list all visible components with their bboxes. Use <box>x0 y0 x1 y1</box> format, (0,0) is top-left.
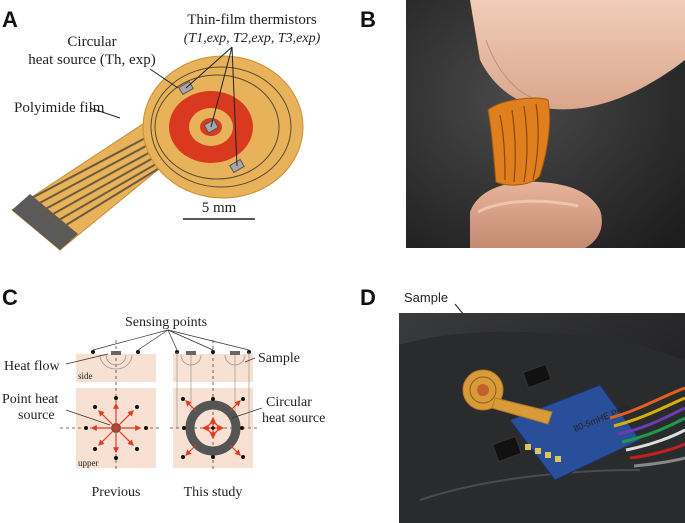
connector-board <box>509 384 641 481</box>
panel-letter-c: C <box>2 285 18 310</box>
label-upper: upper <box>78 458 99 468</box>
panel-letter-b: B <box>360 7 376 32</box>
label-previous: Previous <box>92 485 141 500</box>
label-heat-flow: Heat flow <box>4 359 60 374</box>
label-circular-line2: heat source <box>262 411 325 426</box>
panel-b: B <box>360 0 685 248</box>
label-sample: Sample <box>258 351 300 366</box>
finger-top <box>470 0 685 110</box>
label-heat-source-line1: Circular <box>67 34 116 50</box>
radial-arrows-previous <box>90 402 142 454</box>
label-sample-d: Sample <box>404 290 448 305</box>
panel-a: A Thin-film thermistors (T1,exp, T2,e <box>2 7 321 251</box>
scale-bar-label: 5 mm <box>202 200 237 216</box>
polyimide-film-tail <box>11 115 185 251</box>
panel-letter-d: D <box>360 285 376 310</box>
sensor-film-bent <box>487 97 551 186</box>
label-point-heat-source-line2: source <box>18 408 55 423</box>
label-thermistors-line2: (T1,exp, T2,exp, T3,exp) <box>184 31 321 46</box>
circular-heater-side-right <box>230 351 240 355</box>
label-sensing-points: Sensing points <box>125 315 207 330</box>
panel-letter-a: A <box>2 7 18 32</box>
label-circular-line1: Circular <box>266 395 312 410</box>
label-thermistors-line1: Thin-film thermistors <box>187 12 317 28</box>
label-side: side <box>78 371 93 381</box>
circular-heat-source <box>185 400 241 456</box>
panel-c: C <box>2 285 325 500</box>
finger-bottom <box>470 181 602 248</box>
panel-d: D Sample 80-5mHE Pitch <box>360 285 685 523</box>
label-this-study: This study <box>184 485 243 500</box>
point-heater-side <box>111 351 121 355</box>
sensor-ribbon-d <box>491 397 553 425</box>
label-point-heat-source-line1: Point heat <box>2 392 58 407</box>
label-polyimide-film: Polyimide film <box>14 100 105 116</box>
label-heat-source-line2: heat source (Th, exp) <box>28 52 155 68</box>
circular-heater-side-left <box>186 351 196 355</box>
